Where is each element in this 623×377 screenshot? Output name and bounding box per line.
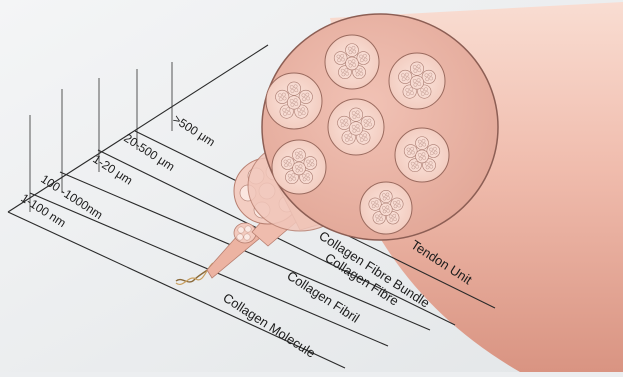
fibre [380,190,392,202]
fibre [287,82,300,95]
fibre [276,90,289,103]
fibre [299,90,312,103]
fibre [404,145,417,158]
fibre [427,145,440,158]
fibre [410,76,423,89]
fibre [416,150,429,163]
fibre [349,122,362,135]
fibre [391,198,403,210]
fibre [357,52,370,65]
fibre [399,70,412,83]
fibre [346,44,359,57]
fibre [416,137,429,150]
fibre [369,198,381,210]
fibre [334,52,347,65]
fibre [287,96,300,109]
fibre [338,116,351,129]
fibre [422,70,435,83]
fibre [304,157,317,170]
fibre [281,157,294,170]
fibre [293,149,306,162]
fibre [293,162,306,175]
tendon-unit-cross-section [262,14,498,240]
fibre [349,108,362,121]
fibre [380,203,392,215]
fibre [410,62,423,75]
fibre [361,116,374,129]
fibre [346,57,359,70]
